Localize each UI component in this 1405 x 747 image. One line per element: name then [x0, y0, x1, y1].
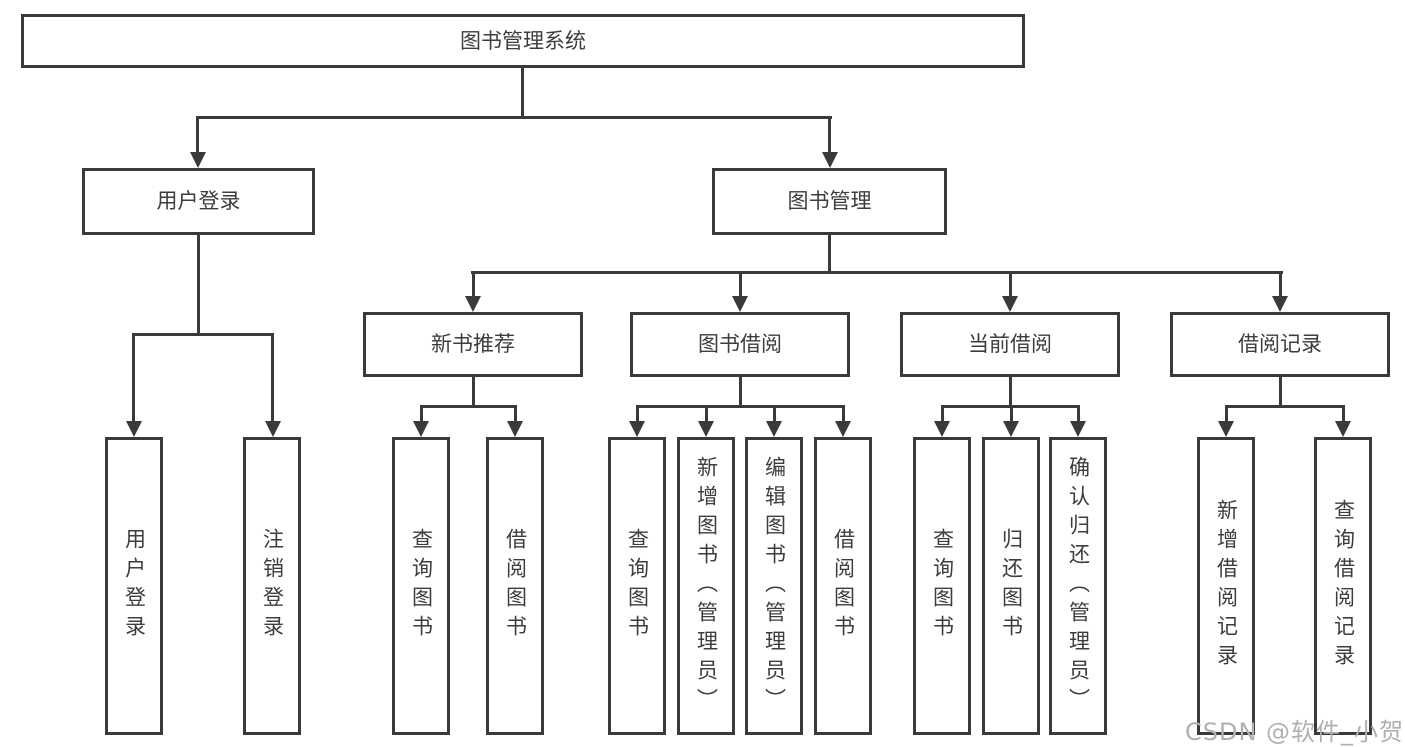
connector-stub — [1225, 405, 1228, 423]
node-label: 编辑图书（管理员） — [762, 455, 787, 717]
node-label: 借阅图书 — [831, 528, 856, 644]
leaf-borrow-book-recommend: 借阅图书 — [486, 437, 544, 735]
connector-stub — [196, 116, 199, 156]
arrowhead-down-icon — [934, 421, 950, 437]
node-label: 查询图书 — [409, 528, 434, 644]
connector-stub — [1077, 405, 1080, 423]
node-label: 注销登录 — [260, 528, 285, 644]
connector-hline — [420, 405, 516, 408]
arrowhead-down-icon — [126, 421, 142, 437]
connector-stem — [828, 235, 831, 274]
connector-stub — [636, 405, 639, 423]
connector-stub — [739, 271, 742, 297]
connector-stub — [514, 405, 517, 423]
node-label: 确认归还（管理员） — [1066, 455, 1091, 717]
node-current-borrow: 当前借阅 — [900, 312, 1120, 377]
leaf-borrow-book: 借阅图书 — [814, 437, 872, 735]
node-label: 用户登录 — [156, 189, 241, 213]
arrowhead-down-icon — [265, 421, 281, 437]
connector-hline — [1225, 405, 1344, 408]
connector-stub — [705, 405, 708, 423]
node-label: 查询借阅记录 — [1331, 499, 1356, 673]
arrowhead-down-icon — [413, 421, 429, 437]
connector-stub — [1342, 405, 1345, 423]
csdn-watermark: CSDN @软件_小贺同学 — [1185, 718, 1405, 746]
connector-hline — [471, 271, 1283, 274]
arrowhead-down-icon — [1272, 296, 1288, 312]
connector-root-hline — [196, 116, 832, 119]
leaf-add-book-admin: 新增图书（管理员） — [677, 437, 735, 735]
arrowhead-down-icon — [1218, 421, 1234, 437]
node-label: 用户登录 — [122, 528, 147, 644]
arrowhead-down-icon — [507, 421, 523, 437]
connector-stem — [1279, 377, 1282, 407]
arrowhead-down-icon — [822, 152, 838, 168]
node-label: 新增图书（管理员） — [694, 455, 719, 717]
arrowhead-down-icon — [1002, 296, 1018, 312]
connector-stem — [739, 377, 742, 407]
node-label: 查询图书 — [930, 528, 955, 644]
node-new-book-recommend: 新书推荐 — [363, 312, 583, 377]
node-label: 图书借阅 — [698, 332, 782, 356]
arrowhead-down-icon — [1335, 421, 1351, 437]
arrowhead-down-icon — [732, 296, 748, 312]
connector-stub — [773, 405, 776, 423]
node-borrow-record: 借阅记录 — [1170, 312, 1390, 377]
connector-stub — [1010, 405, 1013, 423]
arrowhead-down-icon — [1070, 421, 1086, 437]
arrowhead-down-icon — [698, 421, 714, 437]
connector-stem — [197, 235, 200, 335]
leaf-edit-book-admin: 编辑图书（管理员） — [745, 437, 803, 735]
arrowhead-down-icon — [766, 421, 782, 437]
connector-stub — [941, 405, 944, 423]
connector-hline — [132, 333, 274, 336]
leaf-return-book: 归还图书 — [982, 437, 1040, 735]
arrowhead-down-icon — [190, 152, 206, 168]
connector-stub — [132, 333, 135, 422]
leaf-confirm-return-admin: 确认归还（管理员） — [1049, 437, 1107, 735]
connector-hline — [636, 405, 844, 408]
leaf-logout: 注销登录 — [243, 437, 301, 735]
connector-stub — [828, 116, 831, 156]
node-book-management: 图书管理 — [712, 168, 947, 235]
node-label: 图书管理 — [787, 189, 872, 213]
leaf-user-login: 用户登录 — [105, 437, 163, 735]
leaf-query-book-current: 查询图书 — [913, 437, 971, 735]
connector-stem — [1009, 377, 1012, 407]
node-label: 图书管理系统 — [460, 28, 586, 53]
arrowhead-down-icon — [629, 421, 645, 437]
connector-stem — [472, 377, 475, 407]
node-label: 查询图书 — [625, 528, 650, 644]
leaf-query-book-recommend: 查询图书 — [392, 437, 450, 735]
arrowhead-down-icon — [835, 421, 851, 437]
node-label: 新增借阅记录 — [1214, 499, 1239, 673]
leaf-query-borrow-record: 查询借阅记录 — [1314, 437, 1372, 735]
connector-stub — [842, 405, 845, 423]
node-user-login: 用户登录 — [82, 168, 315, 235]
connector-stub — [1009, 271, 1012, 297]
arrowhead-down-icon — [465, 296, 481, 312]
connector-stub — [420, 405, 423, 423]
leaf-query-book-borrow: 查询图书 — [608, 437, 666, 735]
node-root-system: 图书管理系统 — [21, 14, 1025, 68]
connector-stub — [271, 333, 274, 422]
connector-root-stem — [521, 68, 524, 118]
node-label: 新书推荐 — [431, 332, 515, 356]
node-label: 借阅记录 — [1238, 332, 1322, 356]
arrowhead-down-icon — [1003, 421, 1019, 437]
node-label: 当前借阅 — [968, 332, 1052, 356]
connector-stub — [1279, 271, 1282, 297]
leaf-add-borrow-record: 新增借阅记录 — [1197, 437, 1255, 735]
connector-stub — [472, 271, 475, 297]
node-label: 借阅图书 — [503, 528, 528, 644]
node-label: 归还图书 — [999, 528, 1024, 644]
node-book-borrow: 图书借阅 — [630, 312, 850, 377]
